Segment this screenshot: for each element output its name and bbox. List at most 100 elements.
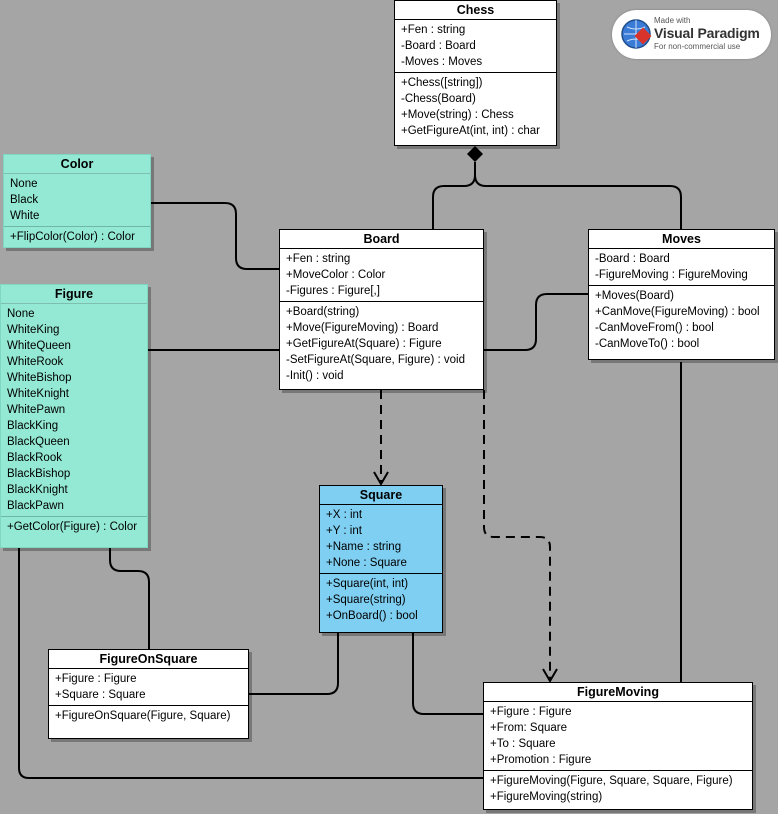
operations-section: +FigureOnSquare(Figure, Square): [49, 706, 248, 726]
attribute-row: BlackKing: [7, 420, 59, 432]
visual-paradigm-watermark: Made with Visual Paradigm For non-commer…: [612, 10, 771, 59]
attribute-row: +Fen : string: [401, 24, 466, 36]
operation-row: -SetFigureAt(Square, Figure) : void: [286, 354, 465, 366]
visual-paradigm-logo-icon: [621, 19, 652, 49]
operation-row: +Chess([string]): [401, 77, 483, 89]
attribute-row: WhitePawn: [7, 404, 66, 416]
attribute-row: +None : Square: [326, 557, 407, 569]
class-name: FigureOnSquare: [49, 650, 248, 669]
watermark-made-with: Made with: [654, 16, 691, 25]
attribute-row: Black: [10, 194, 39, 206]
operation-row: -CanMoveTo() : bool: [595, 338, 700, 350]
composition-chess-moves: [474, 174, 682, 230]
operations-section: +Square(int, int) +Square(string) +OnBoard…: [320, 574, 442, 626]
attributes-section: +Fen : string-Board : Board-Moves : Move…: [395, 20, 556, 73]
attribute-row: +Figure : Figure: [490, 706, 572, 718]
operation-row: +GetFigureAt(int, int) : char: [401, 125, 541, 137]
class-figure-on-square[interactable]: FigureOnSquare +Figure : Figure +Square :…: [48, 649, 249, 739]
attribute-row: WhiteKnight: [7, 388, 70, 400]
watermark-brand: Visual Paradigm: [654, 25, 760, 41]
operation-row: -CanMoveFrom() : bool: [595, 322, 714, 334]
operation-row: +OnBoard() : bool: [326, 610, 418, 622]
class-figure-moving[interactable]: FigureMoving +Figure : Figure+From: Squa…: [483, 682, 753, 810]
attribute-row: +X : int: [326, 509, 363, 521]
attribute-row: +MoveColor : Color: [286, 269, 386, 281]
operations-section: +Board(string) +Move(FigureMoving) : Boar…: [280, 302, 483, 386]
class-name: Square: [320, 486, 442, 505]
attribute-row: White: [10, 210, 40, 222]
operation-row: +FigureMoving(Figure, Square, Square, Fi…: [490, 775, 733, 787]
operation-row: +GetFigureAt(Square) : Figure: [286, 338, 442, 350]
operation-row: -Init() : void: [286, 370, 344, 382]
attribute-row: WhiteBishop: [7, 372, 72, 384]
attributes-section: +Fen : string +MoveColor : Color -Figures …: [280, 249, 483, 302]
dependency-board-figuremoving: [483, 390, 551, 681]
class-name: Board: [280, 230, 483, 249]
class-chess[interactable]: Chess +Fen : string-Board : Board-Moves …: [394, 0, 557, 146]
attribute-row: -FigureMoving : FigureMoving: [595, 269, 748, 281]
operation-row: +Board(string): [286, 306, 360, 318]
attribute-row: -Figures : Figure[,]: [286, 285, 380, 297]
attribute-row: +Promotion : Figure: [490, 754, 592, 766]
attribute-row: WhiteKing: [7, 324, 60, 336]
operation-row: +GetColor(Figure) : Color: [7, 521, 138, 533]
association-square-figuremoving: [412, 633, 484, 715]
association-figure-figuremoving: [18, 548, 484, 779]
class-moves[interactable]: Moves -Board : Board -FigureMoving : Figu…: [588, 229, 775, 360]
operation-row: +Move(FigureMoving) : Board: [286, 322, 439, 334]
attribute-row: +Y : int: [326, 525, 362, 537]
composition-diamond: [467, 146, 483, 162]
watermark-note: For non-commercial use: [654, 42, 741, 51]
class-name: Figure: [1, 285, 147, 304]
attributes-section: -Board : Board -FigureMoving : FigureMovi…: [589, 249, 774, 286]
operation-row: +Square(string): [326, 594, 406, 606]
operation-row: -Chess(Board): [401, 93, 476, 105]
operations-section: +Moves(Board)+CanMove(FigureMoving) : bo…: [589, 286, 774, 354]
association-board-moves: [484, 293, 589, 351]
attributes-section: +Figure : Figure+From: Square+To : Squar…: [484, 702, 752, 771]
attribute-row: +To : Square: [490, 738, 556, 750]
attribute-row: +Name : string: [326, 541, 402, 553]
association-color-board: [150, 202, 280, 270]
operation-row: +FlipColor(Color) : Color: [10, 231, 135, 243]
composition-chess-board: [432, 162, 476, 230]
attributes-section: +Figure : Figure +Square : Square: [49, 669, 248, 706]
attribute-row: +Square : Square: [55, 689, 146, 701]
attribute-row: +Figure : Figure: [55, 673, 137, 685]
attribute-row: BlackRook: [7, 452, 62, 464]
attribute-row: BlackPawn: [7, 500, 64, 512]
attribute-row: WhiteQueen: [7, 340, 71, 352]
association-square-figureonsquare: [248, 633, 339, 695]
class-name: FigureMoving: [484, 683, 752, 702]
attribute-row: +Fen : string: [286, 253, 351, 265]
class-square[interactable]: Square +X : int +Y : int +Name : string +No…: [319, 485, 443, 633]
class-board[interactable]: Board +Fen : string +MoveColor : Color -Fi…: [279, 229, 484, 390]
attribute-row: BlackKnight: [7, 484, 68, 496]
arrowhead-square: [373, 471, 389, 486]
attribute-row: BlackQueen: [7, 436, 70, 448]
arrowhead-figuremoving: [542, 668, 558, 683]
attribute-row: -Moves : Moves: [401, 56, 483, 68]
operation-row: +CanMove(FigureMoving) : bool: [595, 306, 760, 318]
attribute-row: None: [10, 178, 38, 190]
association-figure-figureonsquare: [109, 548, 150, 650]
operations-section: +FigureMoving(Figure, Square, Square, Fi…: [484, 771, 752, 807]
attribute-row: None: [7, 308, 35, 320]
attributes-section: +X : int +Y : int +Name : string +None : Sq…: [320, 505, 442, 574]
operation-row: +FigureOnSquare(Figure, Square): [55, 710, 231, 722]
class-name: Chess: [395, 1, 556, 20]
attribute-row: WhiteRook: [7, 356, 64, 368]
class-name: Moves: [589, 230, 774, 249]
operations-section: +GetColor(Figure) : Color: [1, 517, 147, 537]
class-name: Color: [4, 155, 150, 174]
operation-row: +Square(int, int): [326, 578, 409, 590]
attribute-row: -Board : Board: [595, 253, 670, 265]
operations-section: +Chess([string]) -Chess(Board) +Move(strin…: [395, 73, 556, 141]
operation-row: +Move(string) : Chess: [401, 109, 514, 121]
operations-section: +FlipColor(Color) : Color: [4, 227, 150, 247]
